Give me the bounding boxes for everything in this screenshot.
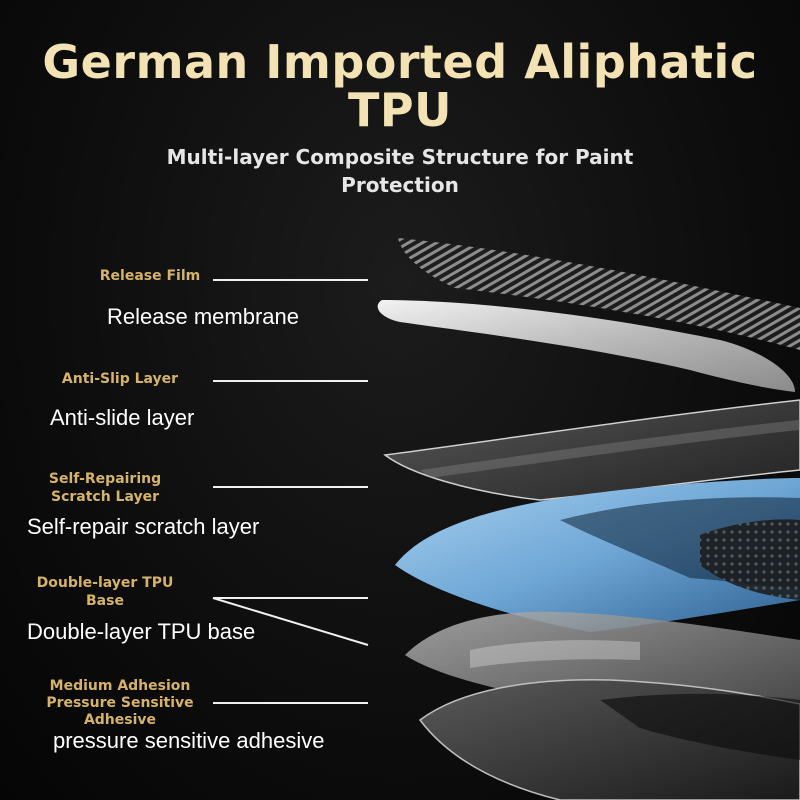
page-title-line2: TPU bbox=[348, 83, 452, 137]
anti-slip-shape bbox=[383, 399, 800, 501]
callout-line-self-repair bbox=[213, 486, 368, 488]
layer-name-self-repair: Self-Repairing Scratch Layer bbox=[48, 471, 162, 505]
layer-desc-adhesive: pressure sensitive adhesive bbox=[53, 728, 325, 753]
layer-desc-anti-slip: Anti-slide layer bbox=[50, 405, 195, 430]
layer-name-adhesive: Medium Adhesion Pressure Sensitive Adhes… bbox=[46, 678, 194, 728]
callout-line-adhesive bbox=[213, 702, 368, 704]
layer-desc-release-film: Release membrane bbox=[107, 304, 299, 329]
callout-line-anti-slip bbox=[213, 380, 368, 382]
page-subtitle: Multi-layer Composite Structure for Pain… bbox=[166, 145, 634, 197]
layer-name-anti-slip: Anti-Slip Layer bbox=[61, 371, 179, 387]
layer-name-tpu-base: Double-layer TPU Base bbox=[36, 575, 174, 609]
layer-name-release-film: Release Film bbox=[99, 268, 201, 284]
layer-desc-tpu-base: Double-layer TPU base bbox=[27, 619, 256, 644]
callout-line-release-film bbox=[213, 279, 368, 281]
page-title-line1: German Imported Aliphatic bbox=[42, 35, 758, 89]
page-title: German Imported Aliphatic TPU bbox=[0, 38, 800, 134]
release-membrane-shape bbox=[377, 300, 795, 392]
release-film-shape bbox=[398, 238, 800, 350]
layer-desc-self-repair: Self-repair scratch layer bbox=[27, 514, 260, 539]
callout-line-tpu-base bbox=[213, 597, 368, 599]
